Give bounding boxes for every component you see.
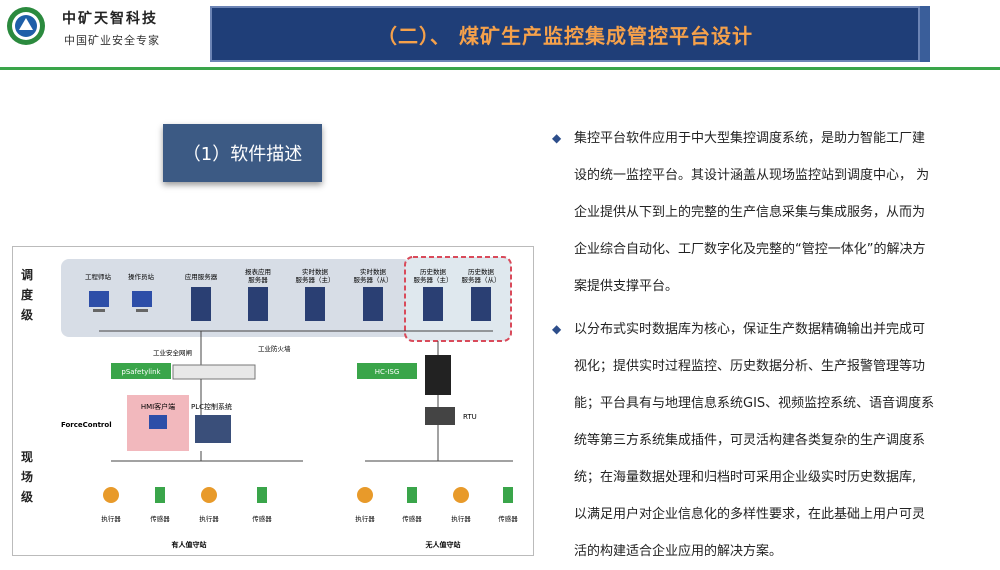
hmi-monitor-icon <box>149 415 167 429</box>
manned-station-label: 有人值守站 <box>172 540 207 549</box>
description-bullets: ◆ 集控平台软件应用于中大型集控调度系统，是助力智能工厂建 设的统一监控平台。其… <box>550 120 980 570</box>
rtu-icon <box>425 407 455 425</box>
node-label-7a: 历史数据 <box>468 267 495 276</box>
plc-rack-icon <box>195 415 231 443</box>
industrial-net-label: 工业安全网闸 <box>153 348 192 357</box>
node-label-4a: 实时数据 <box>302 267 329 276</box>
node-label-0: 工程师站 <box>85 272 112 281</box>
company-name: 中矿天智科技 <box>62 11 158 27</box>
forcecontrol-label: ForceControl <box>61 421 112 429</box>
sensor-icon <box>155 487 513 503</box>
node-label-3b: 服务器 <box>248 275 268 284</box>
node-label-5b: 服务器（从） <box>354 275 393 284</box>
plc-label: PLC控制系统 <box>191 402 232 411</box>
actuator-label: 执行器 <box>355 514 375 523</box>
actuator-label: 执行器 <box>451 514 471 523</box>
section-label-box: （1）软件描述 <box>163 124 322 182</box>
level-top-1: 调 <box>21 268 33 282</box>
section-label: （1）软件描述 <box>182 144 303 165</box>
node-label-6b: 服务器（主） <box>414 275 453 284</box>
hmi-label: HMI客户端 <box>141 402 175 411</box>
diamond-bullet-icon: ◆ <box>552 131 562 145</box>
gateway-device-icon <box>172 364 256 380</box>
node-label-3a: 报表应用 <box>245 267 271 276</box>
actuator-label: 执行器 <box>101 514 121 523</box>
level-top-2: 度 <box>21 287 34 302</box>
company-logo-icon <box>7 7 45 45</box>
server-icon <box>191 287 491 321</box>
diamond-bullet-icon: ◆ <box>552 322 562 336</box>
bullet-line: 企业提供从下到上的完整的生产信息采集与集成服务，从而为 <box>574 205 926 220</box>
header: 中矿天智科技 中国矿业安全专家 （二）、 煤矿生产监控集成管控平台设计 <box>0 0 1000 72</box>
sensor-label: 传感器 <box>498 514 518 523</box>
bullet-line: 能；平台具有与地理信息系统GIS、视频监控系统、语音调度系 <box>574 396 935 411</box>
node-label-1: 操作员站 <box>128 272 155 281</box>
company-tagline: 中国矿业安全专家 <box>64 34 160 47</box>
title-bar: （二）、 煤矿生产监控集成管控平台设计 <box>210 6 930 62</box>
firewall-label: 工业防火墙 <box>258 344 291 353</box>
bullet-line: 统等第三方系统集成插件，可灵活构建各类复杂的生产调度系 <box>574 433 926 448</box>
node-label-5a: 实时数据 <box>360 267 387 276</box>
slide-title: （二）、 煤矿生产监控集成管控平台设计 <box>377 23 753 48</box>
rtu-label: RTU <box>463 413 477 421</box>
isg-device-icon <box>425 355 451 395</box>
node-label-7b: 服务器（从） <box>462 275 501 284</box>
hcisg-box <box>357 363 417 379</box>
psafety-label: pSafetylink <box>121 368 161 376</box>
psafety-box <box>111 363 171 379</box>
bullet-item: ◆ 以分布式实时数据库为核心，保证生产数据精确输出并完成可 视化；提供实时过程监… <box>550 311 980 570</box>
bullet-line: 案提供支撑平台。 <box>574 279 679 294</box>
bullet-line: 企业综合自动化、工厂数字化及完整的“管控一体化”的解决方 <box>574 242 926 257</box>
level-bottom-3: 级 <box>21 489 33 504</box>
sensor-label: 传感器 <box>150 514 170 523</box>
level-bottom-1: 现 <box>21 450 33 464</box>
architecture-diagram: 调 度 级 现 场 级 工程师站 操作员站 应用服务器 报表应用 服务器 实时数… <box>12 246 534 556</box>
bullet-line: 活的构建适合企业应用的解决方案。 <box>574 544 783 559</box>
bullet-line: 视化；提供实时过程监控、历史数据分析、生产报警管理等功 <box>574 359 926 374</box>
sensor-label: 传感器 <box>402 514 422 523</box>
dispatch-zone <box>61 259 411 337</box>
unmanned-station-label: 无人值守站 <box>425 540 461 549</box>
level-bottom-2: 场 <box>21 470 33 484</box>
bullet-item: ◆ 集控平台软件应用于中大型集控调度系统，是助力智能工厂建 设的统一监控平台。其… <box>550 120 980 305</box>
bullet-line: 设的统一监控平台。其设计涵盖从现场监控站到调度中心， 为 <box>574 168 930 183</box>
actuator-label: 执行器 <box>199 514 219 523</box>
node-label-2: 应用服务器 <box>185 272 218 281</box>
bullet-line: 统；在海量数据处理和归档时可采用企业级实时历史数据库, <box>574 470 917 485</box>
node-label-6a: 历史数据 <box>420 267 447 276</box>
workstation-icon <box>89 291 152 312</box>
level-top-3: 级 <box>21 307 33 322</box>
header-divider <box>0 67 1000 70</box>
sensor-label: 传感器 <box>252 514 272 523</box>
node-label-4b: 服务器（主） <box>296 275 335 284</box>
actuator-icon <box>103 487 469 503</box>
bullet-line: 集控平台软件应用于中大型集控调度系统，是助力智能工厂建 <box>574 131 926 146</box>
bullet-line: 以分布式实时数据库为核心，保证生产数据精确输出并完成可 <box>574 322 926 337</box>
hcisg-label: HC-ISG <box>375 368 400 376</box>
bullet-line: 以满足用户对企业信息化的多样性要求，在此基础上用户可灵 <box>574 507 926 522</box>
